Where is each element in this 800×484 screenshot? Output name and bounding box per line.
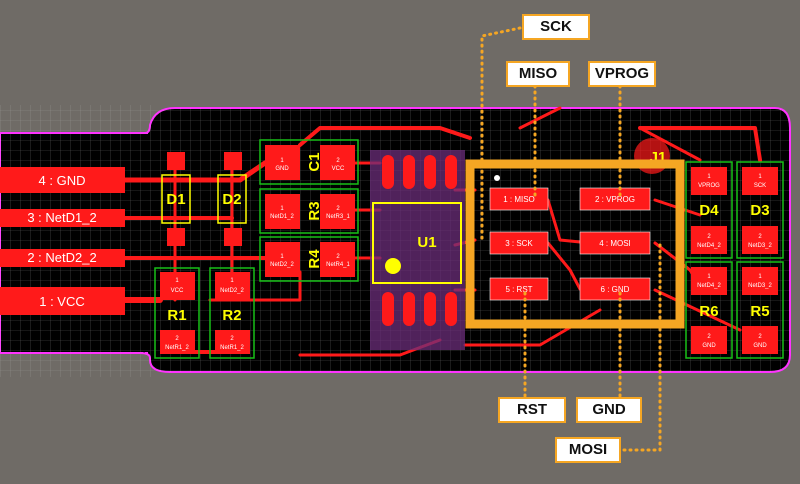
diode-d3: 1 SCK 2 NetD3_2 D3 (736, 161, 784, 259)
d4-designator: D4 (699, 202, 719, 219)
r2-designator: R2 (222, 307, 241, 324)
pad-vprog-label: 2 : VPROG (595, 195, 635, 204)
svg-text:GND: GND (753, 343, 767, 349)
svg-text:2: 2 (336, 158, 340, 164)
resistor-r3: 1 NetD1_2 2 NetR3_1 R3 (259, 188, 359, 234)
diode-d1: D1 (161, 152, 191, 246)
svg-text:GND: GND (702, 343, 716, 349)
connector-j1: J1 1 : MISO 2 : VPROG 3 : SCK 4 : MOSI 5… (465, 138, 685, 329)
svg-text:1: 1 (280, 206, 284, 212)
svg-text:1: 1 (230, 278, 234, 284)
port-netd1-label: 3 : NetD1_2 (27, 210, 96, 225)
svg-text:1: 1 (758, 174, 762, 180)
svg-text:NetD3_2: NetD3_2 (748, 283, 772, 289)
svg-text:VPROG: VPROG (698, 183, 720, 189)
svg-text:NetD2_2: NetD2_2 (270, 262, 294, 268)
callout-gnd: GND (576, 397, 642, 423)
port-gnd-label: 4 : GND (39, 173, 86, 188)
port-vcc-label: 1 : VCC (39, 294, 85, 309)
port-pads: 4 : GND 3 : NetD1_2 2 : NetD2_2 1 : VCC (0, 167, 125, 315)
resistor-r4: 1 NetD2_2 2 NetR4_1 R4 (259, 236, 359, 282)
c1-designator: C1 (306, 152, 323, 171)
d2-designator: D2 (222, 191, 241, 208)
port-vcc (0, 287, 125, 315)
callout-miso: MISO (506, 61, 570, 87)
svg-text:2: 2 (175, 336, 179, 342)
svg-text:NetD2_2: NetD2_2 (220, 288, 244, 294)
svg-text:NetR4_1: NetR4_1 (326, 262, 350, 268)
resistor-r5: 1 NetD3_2 2 GND R5 (736, 261, 784, 359)
svg-text:VCC: VCC (332, 166, 345, 172)
callout-rst: RST (498, 397, 566, 423)
r3-designator: R3 (306, 201, 323, 220)
svg-text:SCK: SCK (754, 183, 766, 189)
svg-text:2: 2 (707, 334, 711, 340)
port-netd1 (0, 209, 125, 227)
svg-text:1: 1 (707, 274, 711, 280)
callout-vprog: VPROG (588, 61, 656, 87)
port-netd2 (0, 249, 125, 267)
svg-text:NetR1_2: NetR1_2 (220, 345, 244, 351)
d1-designator: D1 (166, 191, 185, 208)
port-netd2-label: 2 : NetD2_2 (27, 250, 96, 265)
callout-sck: SCK (522, 14, 590, 40)
pad-sck-label: 3 : SCK (505, 239, 533, 248)
svg-text:2: 2 (758, 334, 762, 340)
port-gnd (0, 167, 125, 193)
svg-text:GND: GND (275, 166, 289, 172)
svg-text:2: 2 (758, 234, 762, 240)
svg-text:NetD4_2: NetD4_2 (697, 283, 721, 289)
callout-leaders (480, 26, 662, 452)
svg-text:1: 1 (707, 174, 711, 180)
svg-text:2: 2 (336, 206, 340, 212)
diode-d4: 1 VPROG 2 NetD4_2 D4 (685, 161, 733, 259)
svg-text:NetR3_1: NetR3_1 (326, 214, 350, 220)
svg-text:VCC: VCC (171, 288, 184, 294)
svg-text:1: 1 (280, 254, 284, 260)
r4-designator: R4 (306, 249, 323, 269)
r5-designator: R5 (750, 303, 769, 320)
r6-designator: R6 (699, 303, 718, 320)
callout-mosi: MOSI (555, 437, 621, 463)
svg-text:2: 2 (230, 336, 234, 342)
resistor-r6: 1 NetD4_2 2 GND R6 (685, 261, 733, 359)
svg-text:2: 2 (336, 254, 340, 260)
svg-text:NetD3_2: NetD3_2 (748, 243, 772, 249)
svg-text:1: 1 (758, 274, 762, 280)
svg-text:1: 1 (175, 278, 179, 284)
pad-gnd-label: 6 : GND (601, 285, 630, 294)
resistor-r1: 1 VCC 2 NetR1_2 R1 (154, 267, 200, 359)
ic-u1: U1 (370, 150, 465, 350)
svg-text:NetD4_2: NetD4_2 (697, 243, 721, 249)
pad-rst-label: 5 : RST (505, 285, 532, 294)
r1-designator: R1 (167, 307, 186, 324)
d3-designator: D3 (750, 202, 769, 219)
svg-text:NetR1_2: NetR1_2 (165, 345, 189, 351)
diode-d2: D2 (217, 152, 247, 246)
resistor-r2: 1 NetD2_2 2 NetR1_2 R2 (209, 267, 255, 359)
svg-text:1: 1 (280, 158, 284, 164)
capacitor-c1: 1 GND 2 VCC C1 (259, 139, 359, 185)
pad-miso-label: 1 : MISO (503, 195, 535, 204)
u1-designator: U1 (417, 234, 436, 251)
svg-text:2: 2 (707, 234, 711, 240)
svg-text:NetD1_2: NetD1_2 (270, 214, 294, 220)
pad-mosi-label: 4 : MOSI (599, 239, 631, 248)
